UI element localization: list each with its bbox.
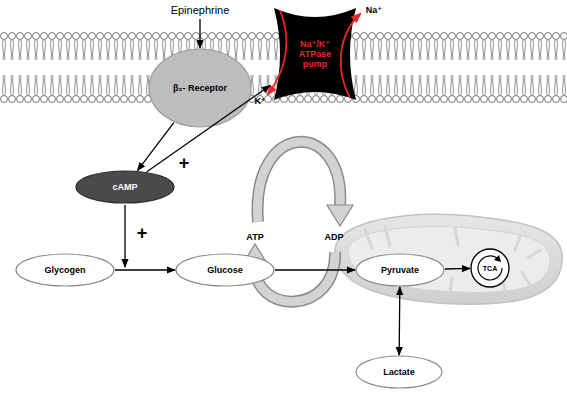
edge-group — [115, 19, 470, 355]
metabolite-ellipse: Glucose — [175, 253, 275, 287]
messenger-ellipse — [76, 171, 174, 203]
node-text-box: β₂- Receptor — [148, 48, 252, 128]
cycle-circle: TCA — [470, 248, 510, 288]
hormone-node: Epinephrine — [160, 1, 240, 19]
messenger-ellipse: cAMP — [75, 170, 175, 204]
cycle-arrowhead — [494, 255, 501, 262]
ion-label: K⁺ — [254, 96, 265, 106]
flow-arrow — [275, 269, 355, 270]
node-label: Glycogen — [44, 265, 85, 275]
energy-label: ADP — [324, 232, 343, 242]
flow-arrow — [147, 86, 270, 172]
atp-cycle-arrowhead — [327, 205, 353, 226]
node-label: Na⁺/K⁺ ATPase pump — [293, 39, 337, 69]
cycle-arrow — [478, 256, 502, 280]
pump-shape: Na⁺/K⁺ ATPase pump — [270, 4, 360, 104]
cycle-circle — [471, 249, 509, 287]
node-text-box: Epinephrine — [160, 1, 240, 19]
flow-arrow — [137, 123, 173, 171]
pump-shape — [274, 8, 356, 100]
mitochondrion — [335, 214, 562, 304]
energy-label: ATP — [246, 232, 263, 242]
receptor-ellipse: β₂- Receptor — [148, 48, 252, 128]
node-label: cAMP — [112, 182, 137, 192]
node-text-box: TCA — [470, 248, 510, 288]
flow-arrow — [115, 269, 175, 270]
metabolite-ellipse — [176, 254, 274, 286]
node-label: β₂- Receptor — [173, 83, 227, 93]
glycogenolysis-stimulation-arrow — [124, 205, 125, 267]
sodium-efflux-arrow — [341, 14, 360, 98]
mitochondrion-inner-membrane — [348, 227, 550, 293]
node-text-box: Glycogen — [15, 253, 115, 287]
potassium-influx-arrow — [268, 10, 286, 94]
metabolite-ellipse: Glycogen — [15, 253, 115, 287]
ion-label: Na⁺ — [366, 5, 382, 15]
stimulation-sign: + — [137, 223, 148, 244]
atp-cycle-arrow-outline — [258, 142, 341, 222]
flow-arrow — [399, 287, 401, 355]
node-text-box: Glucose — [175, 253, 275, 287]
node-label: Pyruvate — [381, 265, 419, 275]
metabolite-ellipse — [356, 356, 442, 388]
stimulation-sign: + — [179, 153, 190, 174]
atp-cycle-arrow — [258, 142, 341, 222]
flow-arrow — [199, 19, 200, 48]
node-text-box: Na⁺/K⁺ ATPase pump — [270, 4, 360, 104]
node-label: Glucose — [207, 265, 243, 275]
node-text-box: Lactate — [355, 355, 443, 389]
node-text-box: cAMP — [75, 170, 175, 204]
node-label: Epinephrine — [171, 4, 230, 16]
node-label: Lactate — [383, 367, 415, 377]
flow-arrow — [445, 268, 470, 270]
metabolite-ellipse — [16, 254, 114, 286]
metabolite-ellipse — [356, 254, 444, 286]
metabolite-ellipse: Lactate — [355, 355, 443, 389]
node-text-box: Pyruvate — [355, 253, 445, 287]
node-label: TCA — [483, 265, 497, 272]
receptor-ellipse — [149, 49, 251, 127]
metabolite-ellipse: Pyruvate — [355, 253, 445, 287]
